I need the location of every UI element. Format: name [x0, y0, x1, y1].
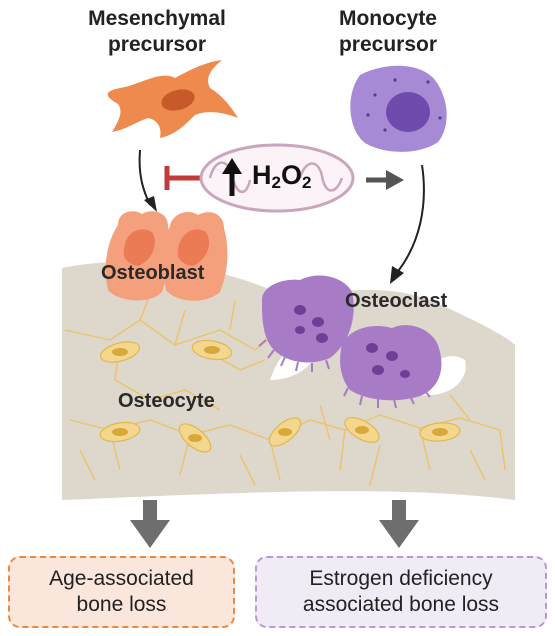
estrogen-deficiency-bone-loss-box: Estrogen deficiency associated bone loss [255, 556, 547, 628]
mesenchymal-label-line1: Mesenchymal [88, 7, 226, 30]
osteoclast-ruffled-border [258, 339, 431, 409]
stimulation-arrowhead [386, 170, 404, 190]
mitochondrion [199, 143, 355, 213]
mesenchymal-label-line2: precursor [107, 33, 207, 56]
differentiation-arrow-right [394, 164, 425, 276]
h2o2-h: H [252, 160, 272, 190]
monocyte-label-line2: precursor [338, 33, 438, 56]
right-outcome-line1: Estrogen deficiency [309, 567, 493, 590]
h2o2-label: H2O2 [252, 160, 311, 193]
left-outcome-line2: bone loss [76, 593, 167, 616]
monocyte-label-line1: Monocyte [338, 7, 437, 30]
differentiation-arrowhead-right [390, 266, 404, 284]
osteoclast-cells [262, 275, 442, 401]
differentiation-arrow-left [138, 149, 151, 206]
left-outcome-line1: Age-associated [49, 567, 194, 590]
monocyte-precursor-label: Monocyte precursor [318, 6, 458, 58]
age-associated-bone-loss-box: Age-associated bone loss [8, 556, 235, 628]
differentiation-arrowhead-left [144, 196, 157, 212]
right-outcome-line2: associated bone loss [302, 593, 500, 616]
osteocyte-label: Osteocyte [118, 390, 215, 412]
osteocyte-network [64, 294, 506, 486]
mesenchymal-precursor-label: Mesenchymal precursor [62, 6, 252, 58]
osteoclast-label: Osteoclast [345, 290, 448, 312]
inhibition-symbol [164, 166, 200, 190]
monocyte-granules [366, 78, 442, 132]
osteoblast-cells [105, 211, 228, 301]
monocyte-nucleus [386, 92, 430, 132]
bone-matrix [62, 261, 515, 500]
mesenchymal-nucleus [161, 89, 195, 111]
up-arrow-head [222, 158, 242, 174]
h2o2-sub-2: 2 [301, 173, 312, 192]
h2o2-o: O [280, 160, 302, 190]
osteocyte-nuclei [112, 346, 448, 442]
osteoblast-label: Osteoblast [101, 262, 205, 284]
outcome-arrows [130, 500, 419, 548]
h2o2-sub-1: 2 [271, 173, 281, 192]
